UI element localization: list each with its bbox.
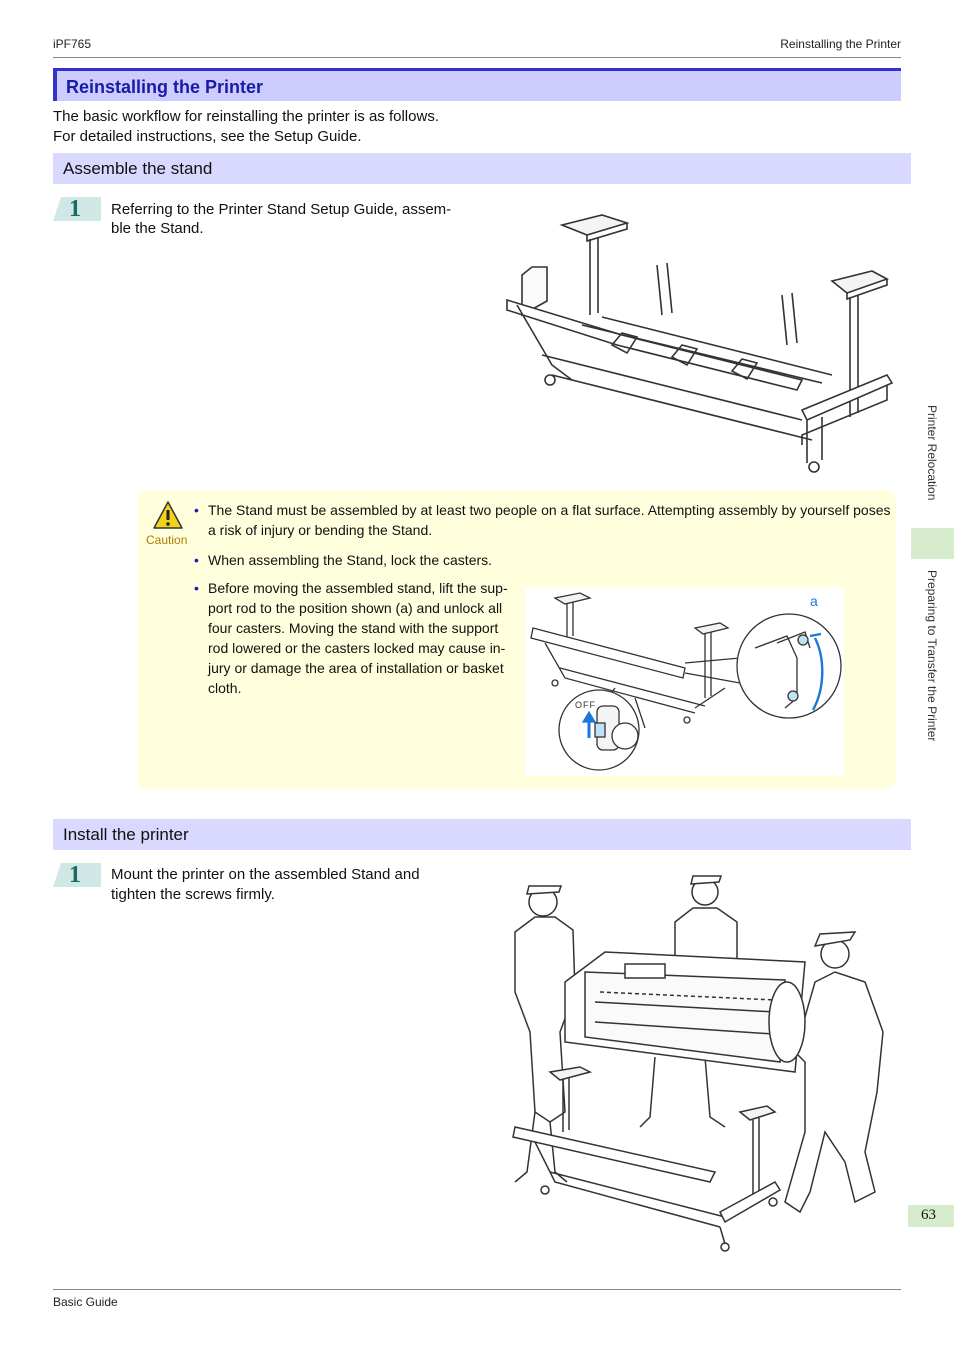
- bullet-marker: •: [194, 552, 199, 568]
- header-rule: [53, 57, 901, 58]
- step-badge: 1: [53, 197, 101, 221]
- footer-text: Basic Guide: [53, 1295, 118, 1309]
- stand-illustration: [506, 214, 894, 473]
- step-text-line-1: Mount the printer on the assembled Stand…: [111, 866, 420, 883]
- side-tab-preparing-transfer[interactable]: Preparing to Transfer the Printer: [925, 570, 939, 742]
- bullet-text-line: When assembling the Stand, lock the cast…: [208, 552, 493, 568]
- intro-line-2: For detailed instructions, see the Setup…: [53, 128, 362, 145]
- caution-bullet-1: • The Stand must be assembled by at leas…: [194, 500, 894, 540]
- page-title: Reinstalling the Printer: [66, 77, 264, 97]
- step-number: 1: [69, 862, 81, 888]
- step-text-line-2: ble the Stand.: [111, 220, 204, 237]
- caution-bullet-3: • Before moving the assembled stand, lif…: [194, 578, 514, 700]
- section-heading-install: Install the printer: [53, 819, 911, 850]
- section-heading-text: Assemble the stand: [63, 159, 213, 178]
- caution-figure: a OFF: [525, 588, 844, 776]
- step-text-line-1: Referring to the Printer Stand Setup Gui…: [111, 201, 452, 218]
- caution-label: Caution: [146, 533, 188, 547]
- support-rod-illustration: [530, 592, 842, 771]
- step-number: 1: [69, 196, 81, 222]
- bullet-text-line: four casters. Moving the stand with the …: [208, 620, 499, 636]
- bullet-marker: •: [194, 502, 199, 518]
- caution-bullet-2: • When assembling the Stand, lock the ca…: [194, 550, 894, 570]
- step-badge: 1: [53, 863, 101, 887]
- page-number: 63: [921, 1207, 936, 1223]
- step-badge-shape: [53, 197, 101, 221]
- bullet-text-line: Before moving the assembled stand, lift …: [208, 580, 508, 596]
- caution-icon: [153, 501, 183, 529]
- step-badge-shape: [53, 863, 101, 887]
- side-tab-printer-relocation[interactable]: Printer Relocation: [925, 405, 939, 501]
- intro-line-1: The basic workflow for reinstalling the …: [53, 108, 439, 125]
- page-title-bar: Reinstalling the Printer: [53, 68, 901, 101]
- header-right: Reinstalling the Printer: [780, 37, 901, 51]
- section-heading-assemble: Assemble the stand: [53, 153, 911, 184]
- printer-install-illustration: [512, 875, 884, 1252]
- bullet-text-line: jury or damage the area of installation …: [208, 660, 504, 676]
- caution-box: Caution • The Stand must be assembled by…: [137, 490, 896, 789]
- footer-rule: [53, 1289, 901, 1290]
- bullet-text-line: a risk of injury or bending the Stand.: [208, 522, 433, 538]
- figure-label-off: OFF: [575, 700, 596, 710]
- bullet-text-line: rod lowered or the casters locked may ca…: [208, 640, 506, 656]
- page-number-box: 63: [908, 1205, 954, 1227]
- bullet-text-line: cloth.: [208, 680, 242, 696]
- figure-label-a: a: [810, 593, 818, 609]
- step-text-line-2: tighten the screws firmly.: [111, 886, 275, 903]
- header-left: iPF765: [53, 37, 92, 51]
- bullet-text-line: The Stand must be assembled by at least …: [208, 502, 891, 518]
- section-heading-text: Install the printer: [63, 825, 189, 844]
- bullet-marker: •: [194, 580, 199, 596]
- bullet-text-line: port rod to the position shown (a) and u…: [208, 600, 503, 616]
- side-tab-active-marker: [911, 528, 954, 559]
